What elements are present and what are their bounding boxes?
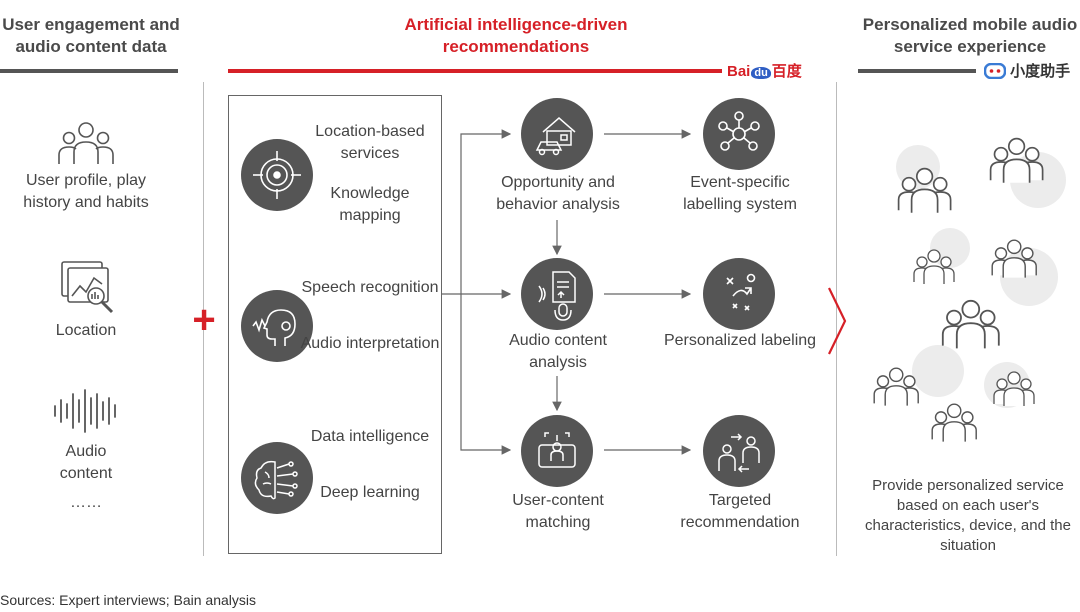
user-group-icon — [991, 239, 1037, 279]
ellipsis-label: …… — [70, 494, 102, 511]
left-divider — [203, 82, 204, 556]
user-content-matching-label: User-content matching — [512, 492, 604, 531]
xiaodu-mark-icon — [983, 62, 1007, 80]
user-group-icon — [897, 167, 952, 214]
sound-wave-icon — [54, 389, 116, 433]
speech-head-icon — [241, 290, 313, 362]
network-nodes-icon — [703, 98, 775, 170]
capabilities-box — [228, 95, 442, 554]
targeted-recommendation-label: Targeted recommendation — [680, 492, 800, 531]
user-group-icon — [941, 299, 1000, 350]
target-icon — [241, 139, 313, 211]
right-header-rule — [858, 69, 976, 73]
audio-interpretation-label: Audio interpretation — [300, 335, 440, 352]
users-crowd-illustration — [873, 137, 1044, 443]
phone-scan-icon — [521, 415, 593, 487]
chevron-right-icon — [828, 287, 847, 355]
audio-document-icon — [521, 258, 593, 330]
user-group-icon — [989, 137, 1044, 184]
xiaodu-logo: 小度助手 — [983, 60, 1070, 81]
left-header-rule — [0, 69, 178, 73]
location-based-services-label: Location-based services — [315, 123, 425, 162]
brain-network-icon — [241, 442, 313, 514]
user-group-icon — [873, 367, 919, 407]
data-intelligence-label: Data intelligence — [310, 428, 430, 445]
personalized-labeling-label: Personalized labeling — [663, 332, 817, 349]
strategy-play-icon — [703, 258, 775, 330]
house-car-icon — [521, 98, 593, 170]
location-label: Location — [55, 322, 117, 339]
opportunity-behavior-label: Opportunity and behavior analysis — [496, 174, 620, 213]
deep-learning-label: Deep learning — [320, 484, 420, 501]
right-column-header: Personalized mobile audio service experi… — [862, 15, 1078, 56]
audio-content-label: Audio content — [59, 443, 113, 482]
user-group-icon — [58, 122, 114, 164]
people-exchange-icon — [703, 415, 775, 487]
plus-sign: + — [192, 298, 216, 342]
right-divider — [836, 82, 837, 556]
event-labelling-label: Event-specific labelling system — [683, 174, 797, 213]
middle-header-rule — [228, 69, 722, 73]
speech-recognition-label: Speech recognition — [301, 279, 439, 296]
audio-content-analysis-label: Audio content analysis — [509, 332, 607, 371]
location-analytics-icon — [61, 261, 114, 314]
user-group-icon — [913, 249, 955, 285]
middle-column-header: Artificial intelligence-driven recommend… — [404, 15, 628, 56]
left-column-header: User engagement and audio content data — [2, 15, 180, 56]
knowledge-mapping-label: Knowledge mapping — [330, 185, 410, 224]
bubble — [912, 345, 964, 397]
user-group-icon — [993, 371, 1035, 407]
user-profile-label: User profile, play history and habits — [23, 172, 149, 211]
user-group-icon — [931, 403, 977, 443]
source-note: Sources: Expert interviews; Bain analysi… — [0, 592, 256, 608]
outcome-description: Provide personalized service based on ea… — [865, 477, 1071, 554]
